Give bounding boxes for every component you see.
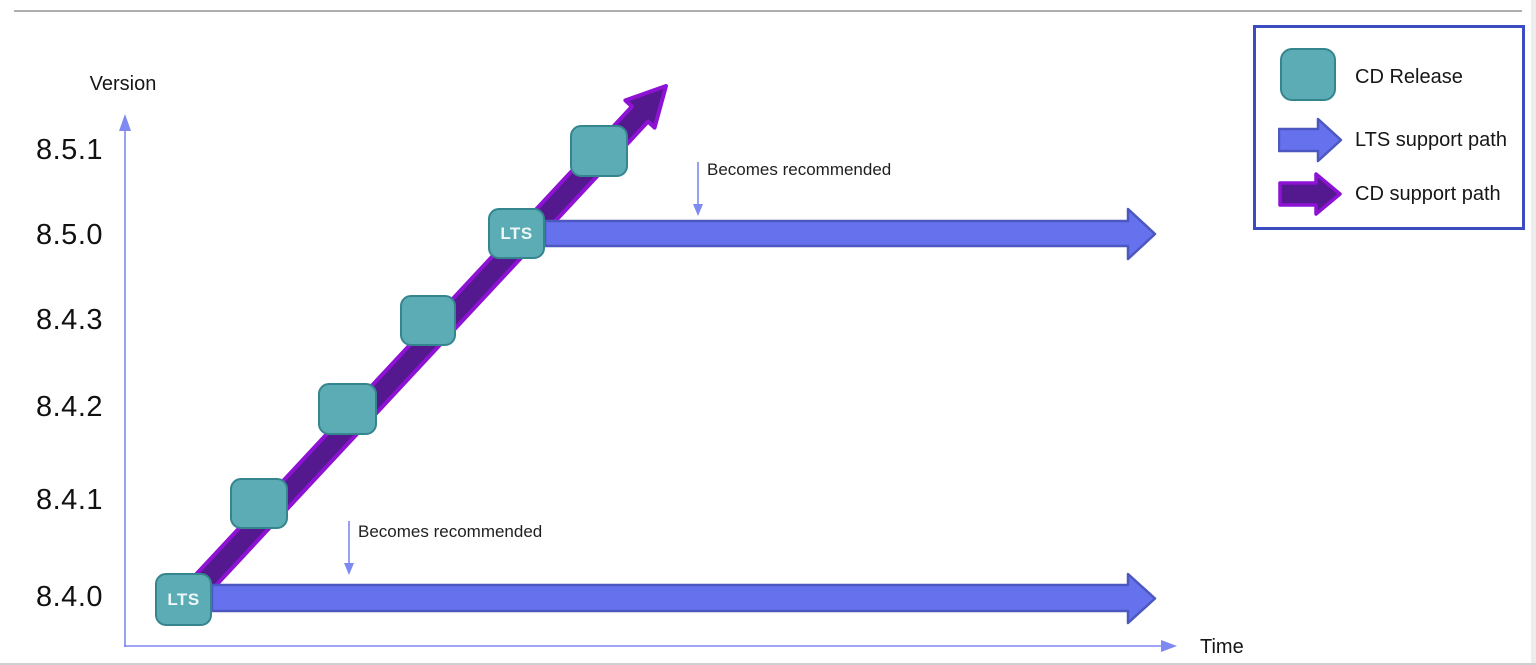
y-axis-arrowhead-icon — [119, 114, 131, 131]
version-tick-8-4-3: 8.4.3 — [36, 304, 103, 336]
version-tick-8-4-2: 8.4.2 — [36, 391, 103, 423]
cd-release-box-8-4-0-lts: LTS — [155, 573, 212, 626]
legend-label-lts-support-path: LTS support path — [1355, 129, 1507, 151]
lts-support-path-arrow-8-4-0 — [210, 572, 1157, 625]
cd-release-box-8-4-3 — [400, 295, 456, 346]
version-tick-8-4-1: 8.4.1 — [36, 484, 103, 516]
cd-release-box-8-4-1 — [230, 478, 288, 529]
legend-label-cd-release: CD Release — [1355, 66, 1463, 88]
cd-release-box-8-5-0-lts: LTS — [488, 208, 545, 259]
cd-release-box-8-4-2 — [318, 383, 377, 435]
becomes-recommended-label-8-5-0: Becomes recommended — [707, 160, 892, 179]
x-axis-title: Time — [1200, 636, 1244, 658]
legend: CD Release LTS support path CD support p… — [1253, 25, 1525, 230]
becomes-recommended-arrowhead-8-5-0-icon — [693, 204, 703, 216]
becomes-recommended-label-8-4-0: Becomes recommended — [358, 522, 543, 541]
lts-support-path-arrow-8-5-0 — [543, 207, 1157, 261]
x-axis-arrowhead-icon — [1161, 640, 1177, 652]
lts-support-path-swatch-icon — [1278, 117, 1343, 163]
version-tick-8-4-0: 8.4.0 — [36, 581, 103, 613]
cd-release-box-8-5-1 — [570, 125, 628, 177]
y-axis-title: Version — [89, 73, 157, 95]
lts-badge: LTS — [500, 223, 533, 243]
top-border-line — [14, 10, 1522, 12]
cd-support-path-swatch-icon — [1278, 172, 1342, 216]
becomes-recommended-arrowhead-8-4-0-icon — [344, 563, 354, 575]
cd-release-swatch-icon — [1280, 48, 1336, 101]
legend-label-cd-support-path: CD support path — [1355, 183, 1501, 205]
version-tick-8-5-0: 8.5.0 — [36, 219, 103, 251]
lts-badge: LTS — [167, 589, 200, 609]
right-border-band — [1531, 0, 1536, 665]
version-tick-8-5-1: 8.5.1 — [36, 134, 103, 166]
bottom-border-line — [0, 663, 1536, 665]
